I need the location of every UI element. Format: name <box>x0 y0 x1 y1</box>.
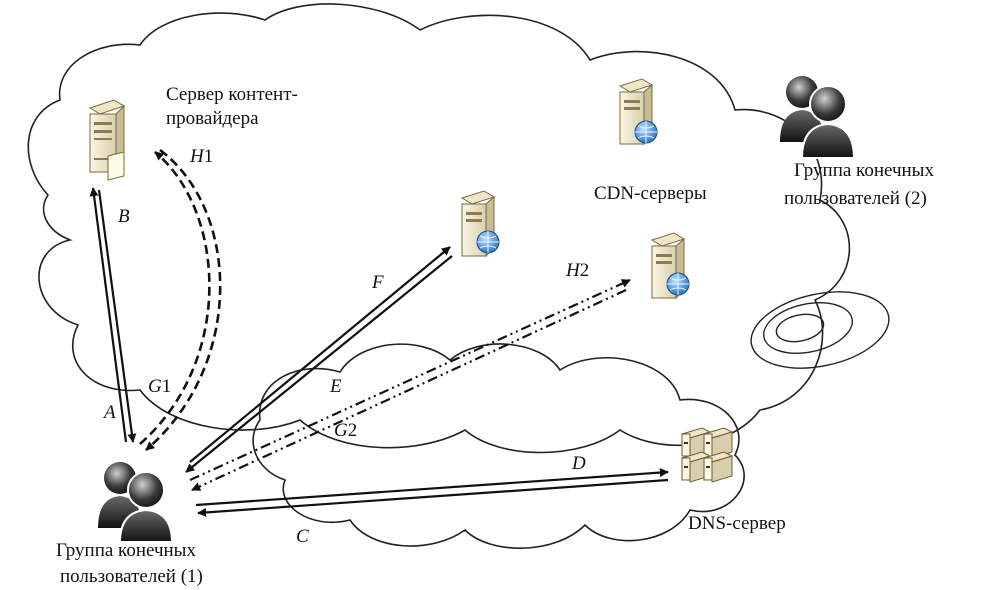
cdn-server-icon <box>460 190 500 258</box>
content-server-label: провайдера <box>166 108 259 129</box>
arrow-c <box>197 478 669 517</box>
label-e: E <box>329 376 342 397</box>
arrow-d <box>195 468 669 507</box>
users-group-2-label: Группа конечных <box>794 160 934 181</box>
arrow-h1 <box>139 150 211 445</box>
cdn-server-icon <box>618 78 658 146</box>
arrow-a <box>97 189 137 443</box>
label-f: F <box>371 272 384 293</box>
arrow-g1 <box>145 148 222 451</box>
label-c: C <box>296 526 309 547</box>
dns-server-label: DNS-сервер <box>688 513 786 534</box>
arrows <box>89 148 669 517</box>
arrow-h2 <box>189 278 631 482</box>
server-tower-icon <box>88 99 126 181</box>
user-group-icon <box>780 76 856 159</box>
label-h1: H1 <box>189 146 213 167</box>
label-h2: H2 <box>565 260 589 281</box>
users-group-2-label: пользователей (2) <box>784 188 927 209</box>
cdn-server-icon <box>650 232 690 300</box>
label-b: B <box>118 206 130 227</box>
arrow-e <box>185 255 453 473</box>
node-labels: Сервер контент- провайдера CDN-серверы Г… <box>56 84 934 587</box>
arrow-b <box>89 187 128 443</box>
arrow-g2 <box>191 289 627 491</box>
dns-server-icon <box>680 427 734 483</box>
network-clouds <box>27 3 890 549</box>
arrow-f <box>189 246 451 463</box>
label-d: D <box>571 453 586 474</box>
content-server-label: Сервер контент- <box>166 84 298 105</box>
label-g2: G2 <box>334 420 357 441</box>
users-group-1-label: Группа конечных <box>56 540 196 561</box>
cdn-servers-label: CDN-серверы <box>594 183 707 204</box>
label-g1: G1 <box>148 376 171 397</box>
arrow-labels: A B C D E F G1 G2 H1 H2 <box>102 146 589 547</box>
cloud-lower <box>252 343 745 549</box>
user-group-icon <box>98 462 174 543</box>
label-a: A <box>102 402 116 423</box>
spiral-ellipses <box>750 291 890 369</box>
users-group-1-label: пользователей (1) <box>60 566 203 587</box>
